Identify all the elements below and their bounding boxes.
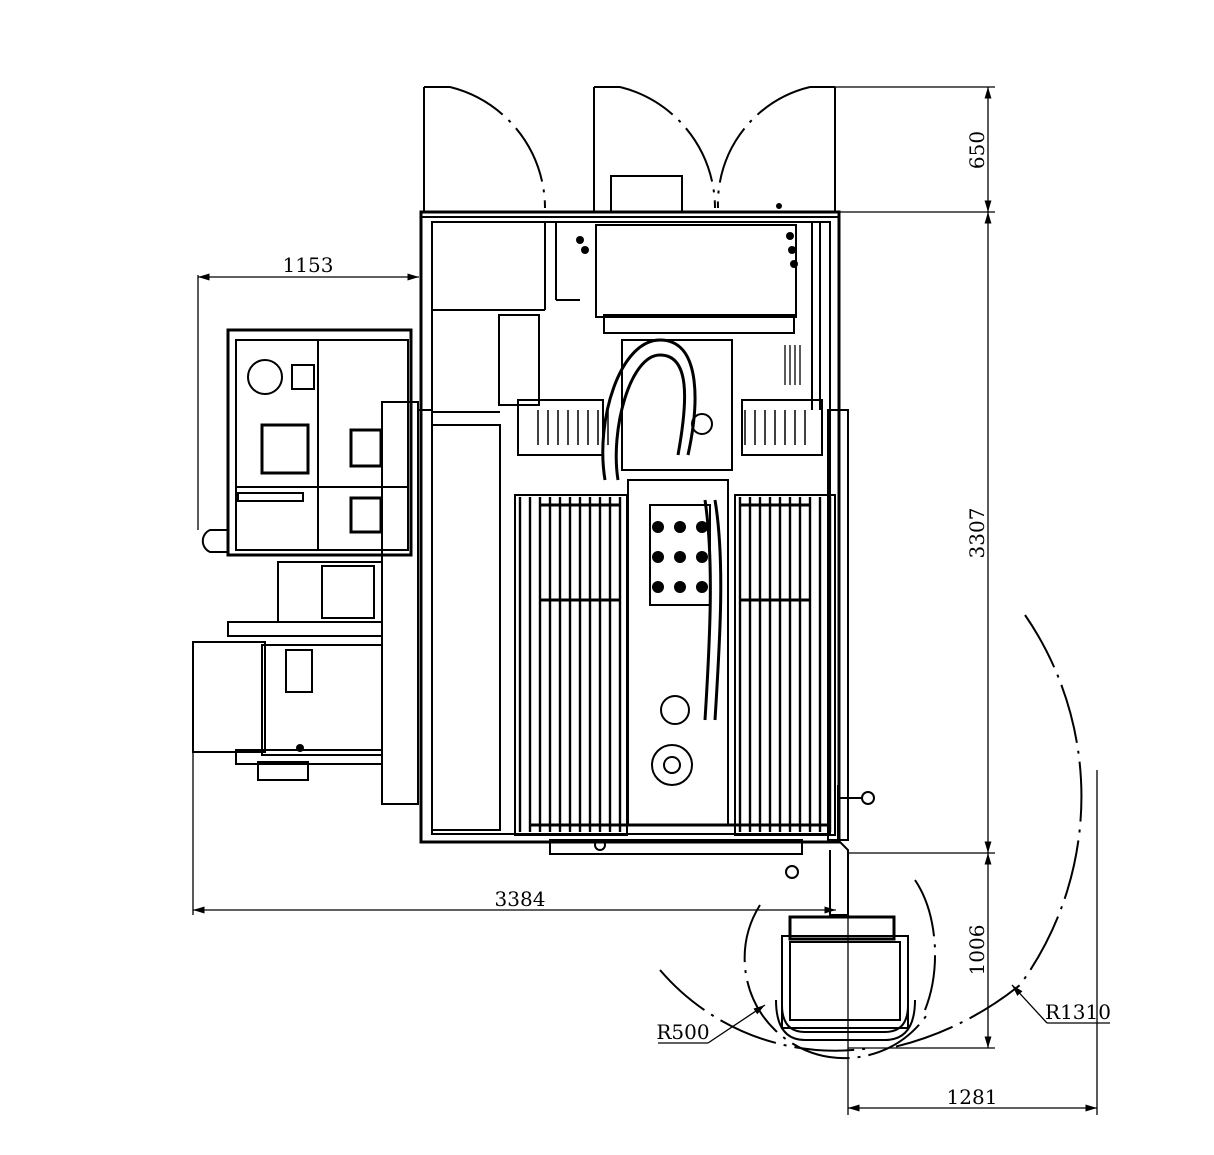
dim-machine-depth: 3307 <box>965 508 989 559</box>
dim-overall-width: 3384 <box>495 887 546 911</box>
spindle-assembly <box>517 338 823 855</box>
swing-radius-arcs <box>659 614 1083 1060</box>
dimension-lines <box>192 86 1110 1115</box>
dim-bottom-clearance: 1006 <box>965 925 989 976</box>
dim-radius-large: R1310 <box>1045 1000 1111 1024</box>
door-swing-arcs <box>423 86 836 212</box>
dim-top-clearance: 650 <box>965 131 989 169</box>
dim-radius-small: R500 <box>656 1020 709 1044</box>
cable-chain-top <box>784 345 801 385</box>
main-enclosure <box>419 175 841 844</box>
loader-station <box>775 409 916 1041</box>
dim-offset-width: 1281 <box>947 1085 998 1109</box>
work-table <box>514 410 836 836</box>
dim-side-unit-width: 1153 <box>283 253 334 277</box>
side-unit <box>192 328 432 805</box>
